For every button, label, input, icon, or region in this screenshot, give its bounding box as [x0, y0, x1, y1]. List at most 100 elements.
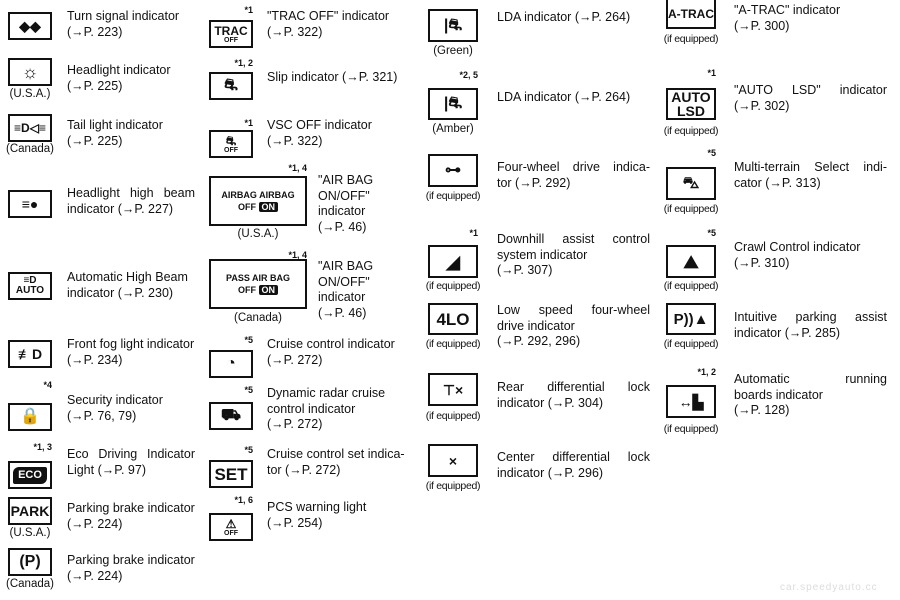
- description-line: indicator: [318, 204, 366, 218]
- description-line: ON/OFF": [318, 274, 370, 289]
- description-line: (→P. 254): [267, 515, 323, 530]
- airbag-label-1: PASS AIR BAG: [225, 272, 290, 283]
- icon-glyph: ⛟: [220, 407, 242, 424]
- description-line: "AUTO LSD" indicator: [734, 83, 887, 97]
- description-line: Tail light indicator: [67, 118, 163, 132]
- icon-glyph: ⊶: [445, 161, 461, 179]
- description-line: (→P. 224): [67, 568, 123, 583]
- description-line: Center differential lock: [497, 450, 650, 464]
- description-line: Automatic High Beam: [67, 270, 188, 284]
- slip-indicator-icon: ⛐: [209, 72, 253, 100]
- indicator-description: "A-TRAC" indicator(→P. 300): [734, 3, 887, 34]
- icon-glyph: ≡D◁≡: [14, 121, 46, 135]
- indicator-description: Four-wheel drive indica-tor (→P. 292): [497, 160, 650, 191]
- icon-glyph: ⊤×: [442, 381, 464, 398]
- icon-caption: (if equipped): [663, 423, 719, 435]
- icon-glyph: ◆◆: [19, 18, 41, 34]
- indicator-description: Turn signal indicator(→P. 223): [67, 9, 195, 40]
- description-line: Security indicator: [67, 393, 163, 407]
- icon-caption: (if equipped): [425, 410, 481, 422]
- parking-brake-circle-p-icon: (P): [8, 548, 52, 576]
- icon-caption: (if equipped): [663, 125, 719, 137]
- indicator-description: LDA indicator (→P. 264): [497, 10, 650, 26]
- airbag-status: OFF ON: [238, 284, 278, 295]
- description-line: Dynamic radar cruise: [267, 386, 386, 400]
- description-line: (→P. 225): [67, 133, 123, 148]
- rear-differential-lock-icon: ⊤×: [428, 373, 478, 406]
- footnote-marker: *1: [469, 228, 478, 238]
- headlight-sun-icon: ☼: [8, 58, 52, 86]
- icon-glyph-secondary: OFF: [224, 36, 238, 44]
- description-line: (→P. 225): [67, 78, 123, 93]
- description-line: cator (→P. 313): [734, 175, 821, 190]
- description-line: indicator (→P. 230): [67, 285, 174, 300]
- airbag-status: OFF ON: [238, 201, 278, 212]
- description-line: (→P. 76, 79): [67, 408, 137, 423]
- crawl-control-icon: ⛰: [666, 245, 716, 278]
- footnote-marker: *5: [244, 335, 253, 345]
- description-line: "TRAC OFF" indicator: [267, 9, 390, 23]
- description-line: control indicator: [267, 401, 356, 416]
- center-differential-lock-icon: ×: [428, 444, 478, 477]
- description-line: Parking brake indicator: [67, 553, 195, 567]
- indicator-description: "AUTO LSD" indicator(→P. 302): [734, 83, 887, 114]
- eco-driving-icon: ECO: [8, 461, 52, 489]
- indicator-description: LDA indicator (→P. 264): [497, 90, 650, 106]
- icon-glyph: (P): [19, 553, 41, 570]
- description-line: Cruise control set indica-: [267, 447, 405, 461]
- description-line: Headlight indicator: [67, 63, 171, 77]
- indicator-description: "TRAC OFF" indicator(→P. 322): [267, 9, 395, 40]
- icon-glyph: P))▲: [673, 310, 709, 328]
- description-line: PCS warning light: [267, 500, 367, 514]
- description-line: Cruise control indicator: [267, 337, 395, 351]
- icon-glyph: ⛐: [224, 77, 238, 94]
- description-line: Intuitive parking assist: [734, 310, 887, 324]
- icon-glyph-secondary: OFF: [224, 146, 238, 154]
- icon-caption: (Amber): [432, 123, 474, 135]
- icon-caption: (if equipped): [663, 203, 719, 215]
- indicator-description: Headlight indicator(→P. 225): [67, 63, 195, 94]
- running-boards-icon: ↔▙: [666, 385, 716, 418]
- description-line: (→P. 302): [734, 98, 790, 113]
- description-line: Turn signal indicator: [67, 9, 180, 23]
- description-line: Low speed four-wheel: [497, 303, 650, 317]
- description-line: (→P. 272): [267, 417, 323, 431]
- icon-glyph: ◢: [446, 251, 460, 272]
- description-line: (→P. 292, 296): [497, 334, 581, 348]
- watermark: car.speedyauto.cc: [780, 582, 878, 593]
- description-line: drive indicator: [497, 318, 575, 333]
- lda-lane-car-icon: |⛐: [428, 88, 478, 120]
- icon-caption: (U.S.A.): [9, 527, 51, 539]
- a-trac-icon: A-TRAC: [666, 0, 716, 29]
- description-line: (→P. 223): [67, 24, 123, 39]
- description-line: VSC OFF indicator: [267, 118, 372, 132]
- icon-caption: (if equipped): [425, 480, 481, 492]
- icon-caption: (Green): [433, 45, 473, 57]
- description-line: (→P. 300): [734, 18, 790, 33]
- icon-glyph: ≡●: [21, 196, 39, 212]
- icon-glyph: |⛐: [443, 16, 463, 34]
- description-line: Light (→P. 97): [67, 462, 146, 477]
- description-line: (→P. 234): [67, 352, 123, 367]
- description-line: "AIR BAG: [318, 259, 374, 273]
- description-line: indicator (→P. 296): [497, 465, 604, 480]
- icon-caption: (Canada): [234, 312, 282, 324]
- description-line: "AIR BAG: [318, 173, 374, 187]
- indicator-description: Cruise control set indica-tor (→P. 272): [267, 447, 405, 478]
- cruise-set-icon: SET: [209, 460, 253, 488]
- indicator-description: Parking brake indicator(→P. 224): [67, 553, 195, 584]
- lda-lane-car-icon: |⛐: [428, 9, 478, 42]
- icon-glyph: ⛍: [682, 174, 700, 192]
- turn-signal-arrows-icon: ◆◆: [8, 12, 52, 40]
